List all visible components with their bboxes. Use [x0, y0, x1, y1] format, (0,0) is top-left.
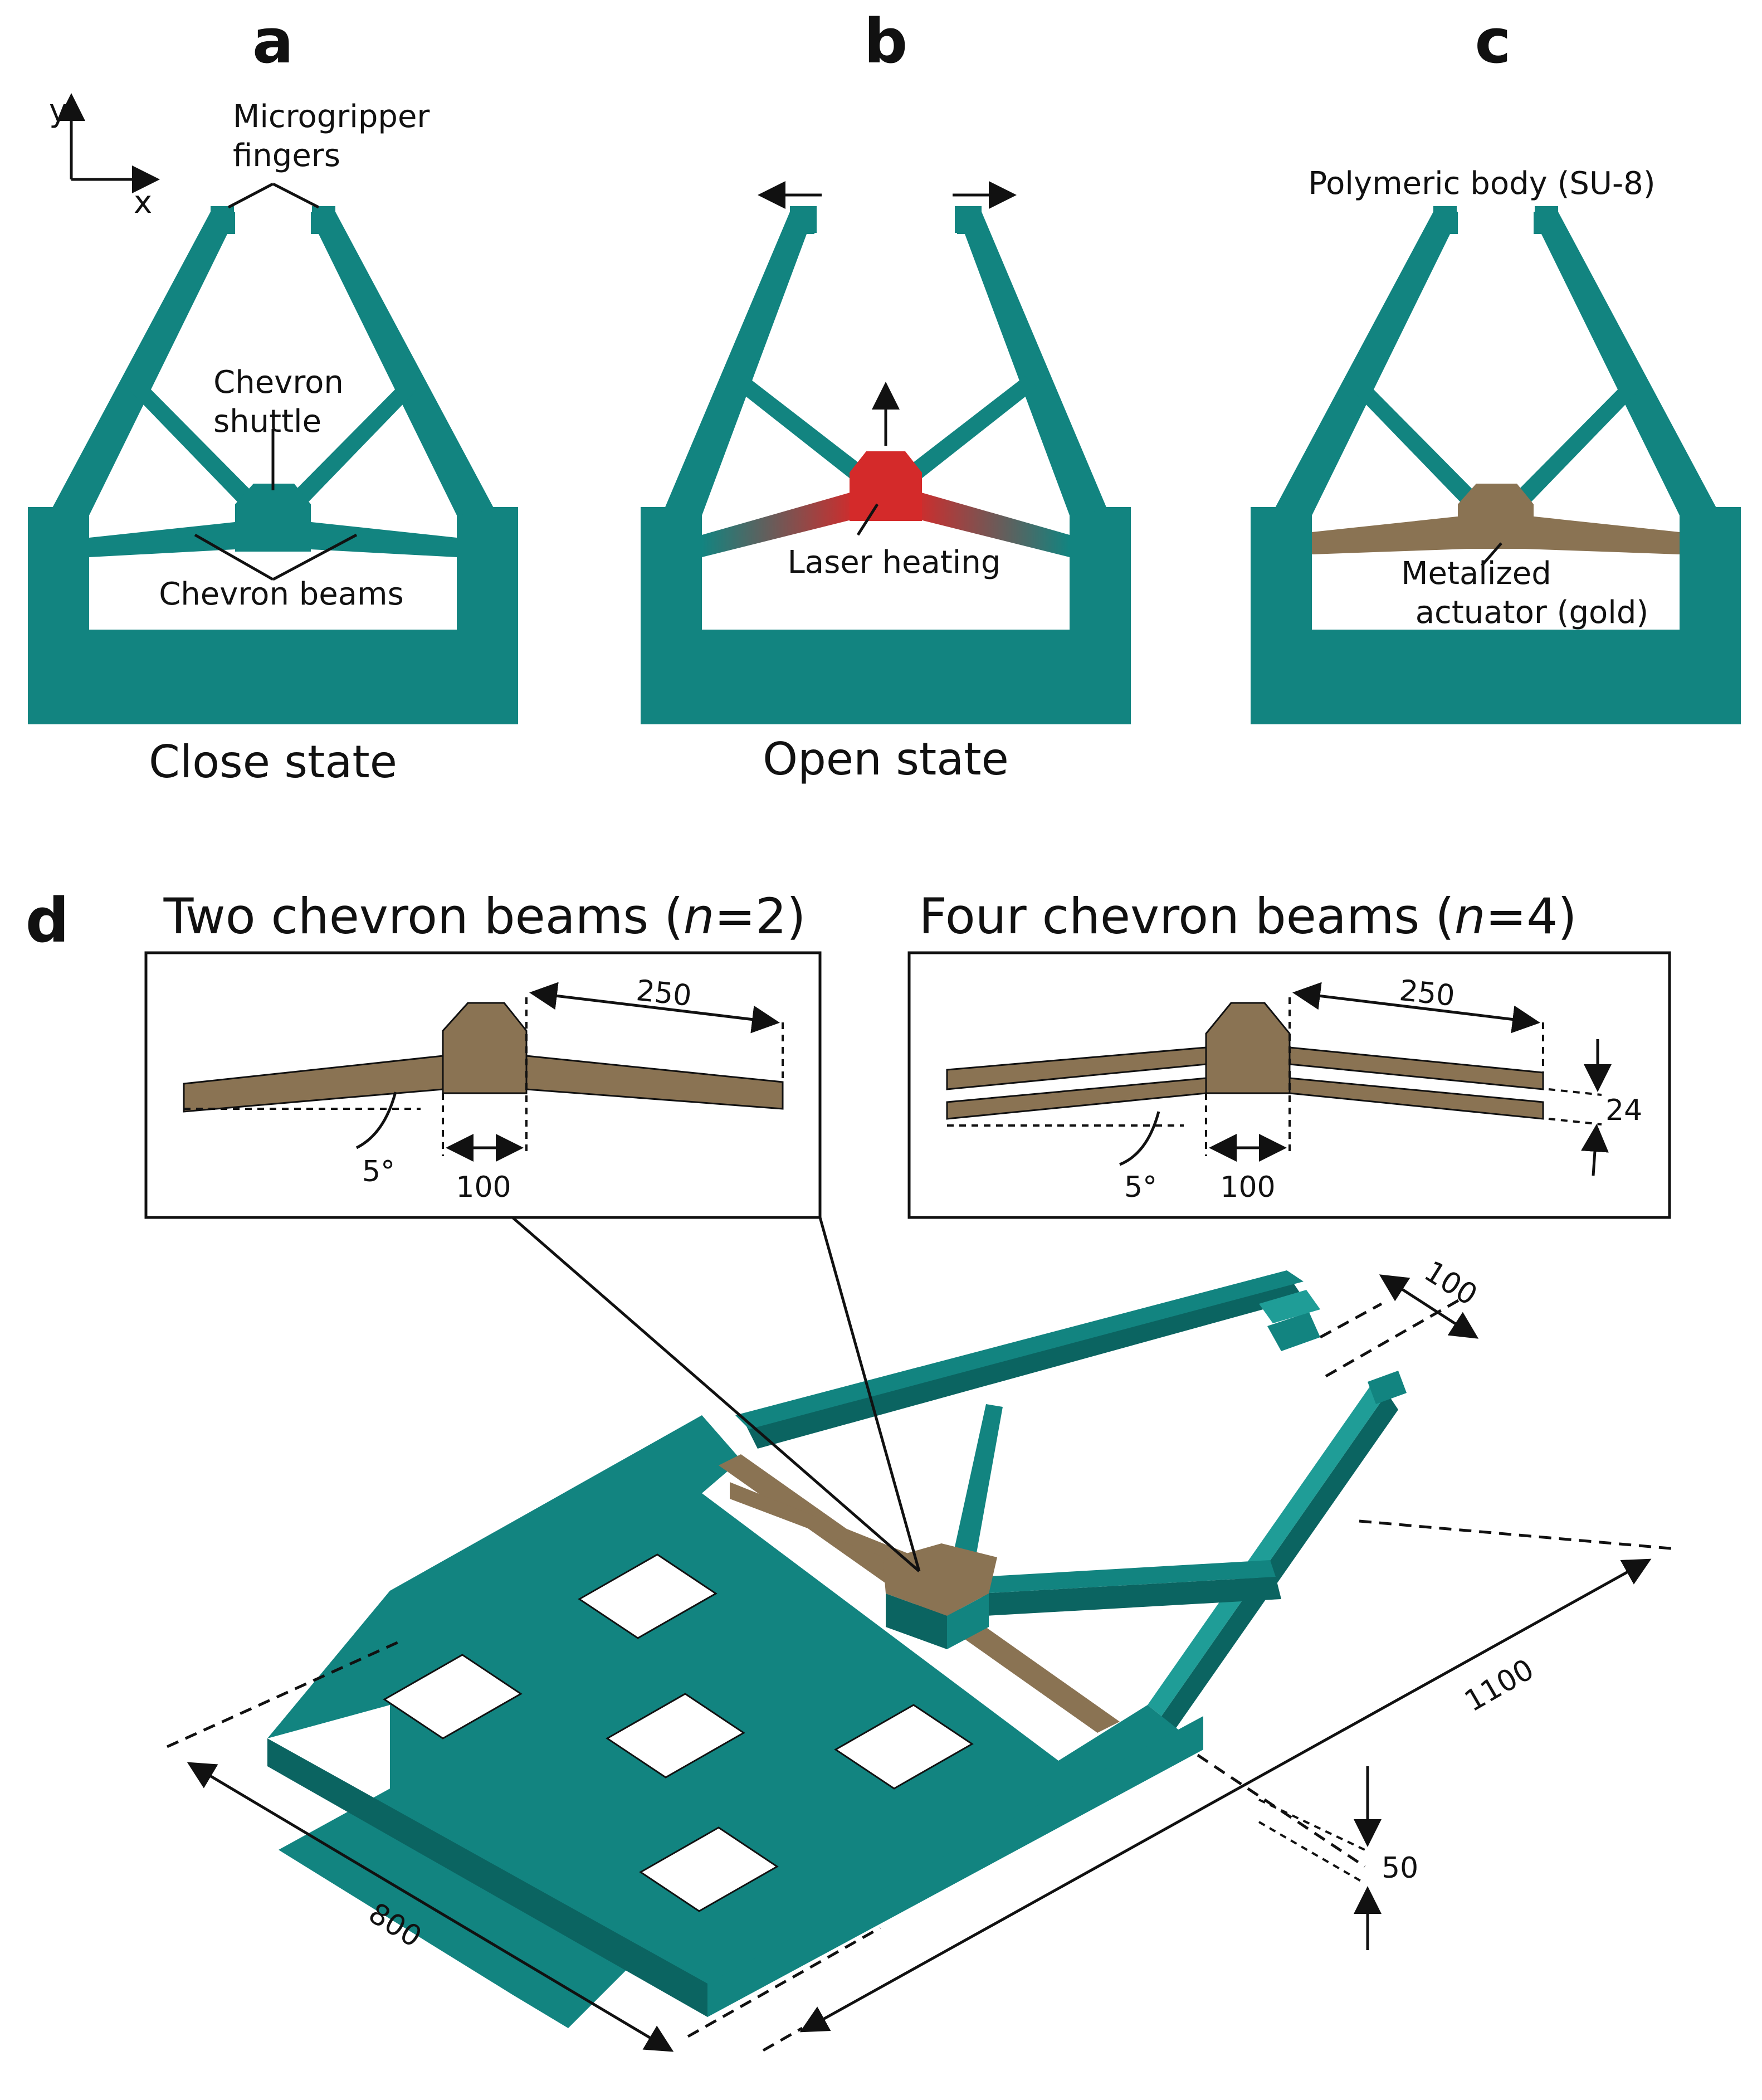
caption-open-state: Open state [763, 733, 1009, 785]
panel-letter-d: d [26, 885, 70, 956]
inset-four-drawing [946, 1002, 1544, 1120]
body-label: Polymeric body (SU-8) [1308, 165, 1655, 202]
gripper-metalized [1251, 206, 1741, 724]
chevron-shuttle [235, 484, 311, 552]
shuttle-label-line2: shuttle [213, 403, 321, 440]
panel-letter-b: b [864, 6, 908, 77]
inset-four-title: Four chevron beams (n=4) [919, 888, 1576, 945]
dim-thickness-50: 50 [1382, 1851, 1418, 1885]
panel-letter-a: a [252, 6, 294, 77]
base-frame [28, 507, 518, 724]
shuttle-label-line1: Chevron [213, 364, 344, 401]
left-link [129, 384, 262, 510]
inset-four-length: 250 [1398, 974, 1456, 1013]
inset-two-drawing [183, 1002, 784, 1113]
inset-four-angle: 5° [1124, 1171, 1157, 1204]
inset-two-angle: 5° [362, 1155, 395, 1188]
inset-four-width: 100 [1220, 1171, 1275, 1204]
fingers-label-line1: Microgripper [233, 99, 430, 135]
actuator-label-line1: Metalized [1401, 556, 1551, 592]
panel-d: d Two chevron beams (n=2) 5° 100 250 Fou… [26, 885, 1677, 2052]
right-finger [312, 206, 335, 233]
gripper-open [641, 206, 1131, 724]
panel-c: c Polymeric body (SU-8) Metalized actuat… [1251, 6, 1741, 724]
actuator-label-line2: actuator (gold) [1416, 595, 1649, 631]
beams-label: Chevron beams [159, 576, 404, 612]
left-finger [211, 206, 234, 233]
fingers-label-line2: fingers [233, 138, 340, 174]
gripper-closed [28, 206, 518, 724]
axis-y-label: y [49, 93, 67, 129]
heated-shuttle [850, 451, 922, 521]
panel-a: a y x [28, 6, 518, 788]
inset-two-length: 250 [634, 974, 693, 1013]
right-link [284, 384, 417, 510]
inset-two-title: Two chevron beams (n=2) [163, 888, 806, 945]
right-arm [311, 212, 495, 515]
dim-1100: 1100 [1459, 1653, 1540, 1718]
axis-x-label: x [134, 184, 152, 221]
axes-icon [57, 93, 160, 193]
inset-four-gap: 24 [1605, 1094, 1642, 1127]
heating-label: Laser heating [788, 544, 1001, 581]
inset-two-width: 100 [456, 1171, 511, 1204]
gripper-3d-model [267, 1270, 1407, 2028]
left-arm [51, 212, 235, 515]
caption-close-state: Close state [149, 736, 397, 788]
panel-b: b Laser heating Open state [641, 6, 1131, 785]
panel-letter-c: c [1475, 6, 1511, 77]
